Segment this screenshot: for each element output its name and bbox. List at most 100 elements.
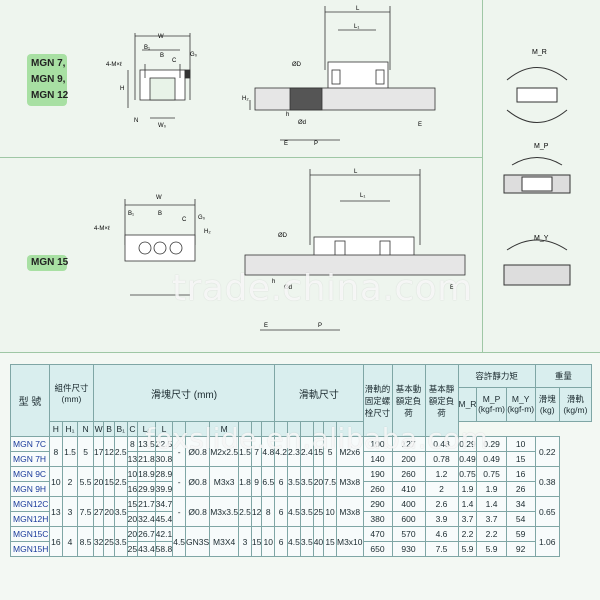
cell-wr: 15: [250, 526, 263, 557]
th-dynamic: 基本動額定負荷: [391, 364, 426, 437]
cell-p: 20: [312, 466, 325, 497]
watermark-foxslide: foxslide.en.alibaba.com: [145, 422, 489, 455]
model-label-mgn9: MGN 9,: [31, 74, 66, 85]
th-block: 滑塊尺寸 (mm): [92, 364, 276, 422]
cell-mp: 0.75: [457, 466, 478, 482]
bottom-side-view-drawing: L L₁ ØD Ød h E P E: [244, 169, 466, 331]
cell-l: 58.8: [154, 541, 174, 557]
cell-m: M3X4: [209, 526, 240, 557]
cell-n: 7.5: [77, 496, 94, 527]
cell-e: 7.5: [323, 466, 337, 497]
model-cell: MGN12H: [10, 511, 50, 527]
cell-c: 13: [126, 451, 139, 467]
cell-c0: 570: [391, 526, 426, 542]
cell-gn: Ø0.8: [185, 466, 211, 497]
model-box-top: [27, 54, 67, 106]
cell-l1: 21.7: [137, 496, 156, 512]
cell-mr: 2.6: [424, 496, 459, 512]
svg-text:E: E: [450, 285, 454, 291]
svg-text:4-M×ℓ: 4-M×ℓ: [94, 225, 110, 232]
cell-d: 2.4: [299, 436, 314, 467]
cell-n: 5.5: [77, 466, 94, 497]
cell-blk: 92: [505, 541, 536, 557]
cell-d: 6: [274, 466, 289, 497]
cell-mr: 4.6: [424, 526, 459, 542]
cell-mr: 1.2: [424, 466, 459, 482]
th-mp: M_P (kgf-m): [476, 386, 507, 422]
cell-mr: 7.5: [424, 541, 459, 557]
cell-l: 28.9: [154, 466, 174, 482]
cell-my: 1.4: [476, 496, 507, 512]
moment-diagrams: M_R M_P M_Y: [503, 49, 571, 286]
th-h1: H₁: [61, 421, 79, 437]
svg-text:ØD: ØD: [278, 233, 288, 239]
cell-d: 3.5: [299, 466, 314, 497]
svg-text:P: P: [314, 141, 318, 147]
th-n: N: [77, 421, 94, 437]
cell-l1: 32.4: [137, 511, 156, 527]
cell-b: 15: [103, 466, 115, 497]
cell-b1: 2.5: [113, 436, 128, 467]
svg-text:C: C: [182, 217, 187, 223]
cell-h: 16: [49, 526, 63, 557]
cell-wr: 12: [250, 496, 263, 527]
model-cell: MGN15C: [10, 526, 50, 542]
th-h: H: [49, 421, 63, 437]
cell-my: 0.49: [476, 451, 507, 467]
th-dd: [299, 421, 314, 437]
th-moment: 容許靜力矩: [457, 364, 536, 388]
model-cell: MGN 9H: [10, 481, 50, 497]
cell-cdyn: 190: [362, 466, 393, 482]
svg-text:B: B: [158, 211, 162, 217]
cell-e: 5: [323, 436, 337, 467]
cell-blk: 34: [505, 496, 536, 512]
cell-blk: 15: [505, 451, 536, 467]
model-cell: MGN12C: [10, 496, 50, 512]
th-block-weight: 滑塊 (kg): [534, 386, 560, 422]
svg-text:H₂: H₂: [242, 96, 249, 102]
cell-h: 4.5: [287, 526, 301, 557]
cell-mp: 0.29: [457, 436, 478, 452]
cell-mp: 2.2: [457, 526, 478, 542]
cell-c: 8: [126, 436, 139, 452]
cell-cdyn: 470: [362, 526, 393, 542]
cell-mp: 5.9: [457, 541, 478, 557]
cell-p: 25: [312, 496, 325, 527]
divider-lower: [0, 352, 600, 353]
cell-c0: 410: [391, 481, 426, 497]
svg-text:W: W: [158, 34, 164, 40]
cell-blk: 10: [505, 436, 536, 452]
svg-text:L: L: [356, 6, 360, 12]
cell-c: 16: [126, 481, 139, 497]
svg-text:E: E: [284, 141, 288, 147]
cell-h2: 1.8: [238, 466, 252, 497]
cell-mp: 3.7: [457, 511, 478, 527]
cell-c0: 260: [391, 466, 426, 482]
cell-mp: 0.49: [457, 451, 478, 467]
watermark-trade: trade.china.com: [172, 268, 473, 309]
cell-l: 45.4: [154, 511, 174, 527]
svg-text:Ød: Ød: [298, 120, 306, 126]
th-rail-weight: 滑軌 (kg/m): [558, 386, 593, 422]
svg-text:B: B: [160, 53, 164, 59]
cell-l: 42.1: [154, 526, 174, 542]
svg-text:H₂: H₂: [204, 229, 211, 235]
cell-mp: 1.4: [457, 496, 478, 512]
cell-blk: 59: [505, 526, 536, 542]
cell-blk: 54: [505, 511, 536, 527]
cell-l1: 18.9: [137, 466, 156, 482]
divider-right: [482, 0, 483, 352]
cell-cdyn: 140: [362, 451, 393, 467]
cell-hr: 6.5: [261, 466, 276, 497]
cell-h1: 2: [61, 466, 79, 497]
model-cell: MGN 7C: [10, 436, 50, 452]
cell-b: 25: [103, 526, 115, 557]
svg-text:W₀: W₀: [158, 123, 167, 129]
cell-e: 10: [323, 496, 337, 527]
cell-mr: 0.78: [424, 451, 459, 467]
cell-rail-weight: 0.38: [534, 466, 560, 497]
svg-text:L₁: L₁: [360, 193, 365, 199]
